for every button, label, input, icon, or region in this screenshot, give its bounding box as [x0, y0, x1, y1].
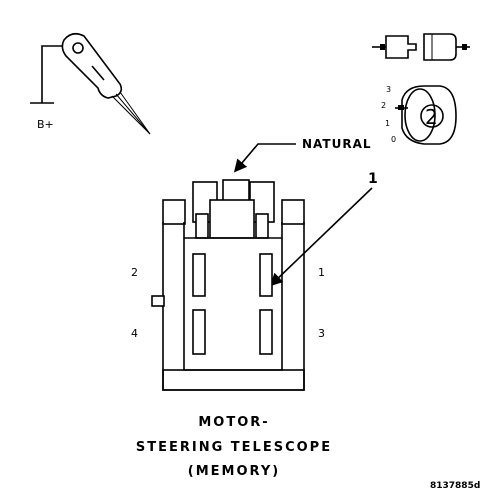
pin-cavity-1 — [259, 253, 273, 297]
pin-label-1: 1 — [318, 266, 325, 279]
pin-label-2: 2 — [131, 266, 138, 279]
connector-body — [151, 179, 305, 391]
legend-position-0: 0 — [391, 135, 396, 144]
reference-arrow — [269, 187, 373, 287]
pin-label-4: 4 — [131, 327, 138, 340]
title-line-2: STEERING TELESCOPE — [136, 440, 332, 455]
figure-code: 8137885d — [430, 481, 480, 491]
natural-callout-arrow — [233, 143, 296, 173]
natural-callout-label: NATURAL — [302, 137, 372, 151]
probe-label: B+ — [37, 118, 54, 131]
legend-position-1: 1 — [385, 119, 390, 128]
position-legend: 3 2 1 0 2 — [381, 85, 457, 145]
pin-cavity-4 — [192, 309, 206, 355]
test-probe-icon — [30, 32, 151, 135]
pin-label-3: 3 — [318, 327, 325, 340]
title-line-1: MOTOR- — [198, 415, 269, 430]
knob-selected-position: 2 — [425, 105, 438, 129]
legend-position-3: 3 — [386, 85, 391, 94]
pin-cavity-2 — [192, 253, 206, 297]
reference-number: 1 — [368, 171, 378, 187]
rotary-knob-icon — [401, 85, 457, 145]
pin-cavity-3 — [259, 309, 273, 355]
connector-view-icon — [372, 33, 470, 61]
title-line-3: (MEMORY) — [188, 464, 280, 479]
legend-position-2: 2 — [381, 101, 386, 110]
